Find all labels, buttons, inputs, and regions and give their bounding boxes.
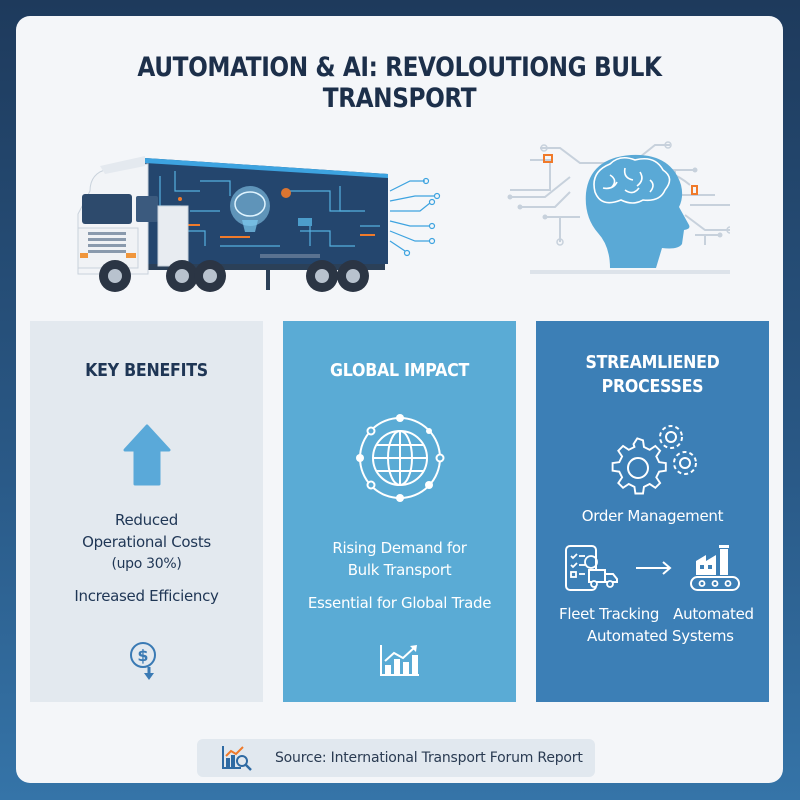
panel-key-benefits: KEY BENEFITS Reduced Operational Costs (… (30, 321, 263, 702)
benefit-text-1: Reduced (115, 511, 178, 529)
source-text: Source: International Transport Forum Re… (275, 750, 583, 766)
process-flow (536, 543, 769, 593)
panel-global-impact: GLOBAL IMPACT Rising Demand for Bulk Tra… (283, 321, 516, 702)
arrow-right-icon (635, 561, 672, 575)
page-title: AUTOMATION & AI: REVOLOUTIONG BULK TRANS… (137, 52, 662, 114)
panel-streamlined-processes: STREAMLIENED PROCESSES Order Management (536, 321, 769, 702)
order-management-label: Order Management (581, 507, 724, 525)
benefit-text-3: (upo 30%) (111, 556, 182, 572)
automated-factory-icon (689, 545, 740, 591)
chart-search-icon (222, 746, 252, 771)
fleet-tracking-tablet-icon (564, 545, 618, 591)
gears-icon (536, 423, 769, 495)
dollar-down-icon: $ (30, 641, 263, 683)
impact-text-2: Bulk Transport (347, 561, 452, 579)
growth-chart-icon (283, 643, 516, 677)
impact-secondary: Essential for Global Trade (307, 594, 492, 612)
panel-title: GLOBAL IMPACT (329, 360, 470, 381)
panel-title-line-1: STREAMLIENED (585, 352, 720, 373)
panel-title-line-2: PROCESSES (601, 376, 704, 397)
benefit-text-2: Operational Costs (82, 533, 211, 551)
panel-title: KEY BENEFITS (85, 360, 208, 381)
source-citation: Source: International Transport Forum Re… (197, 739, 595, 777)
globe-network-icon (283, 412, 516, 504)
svg-text:$: $ (137, 646, 148, 665)
impact-text-1: Rising Demand for (332, 539, 467, 557)
infographic-card: AUTOMATION & AI: REVOLOUTIONG BULK TRANS… (16, 16, 783, 783)
benefit-secondary: Increased Efficiency (74, 587, 219, 605)
head-with-brain-circuit-icon (500, 120, 730, 292)
arrow-up-icon (30, 424, 263, 486)
automated-systems-label: Automated Systems (587, 627, 734, 645)
truck-with-circuit-brain-trailer-icon (60, 136, 460, 306)
